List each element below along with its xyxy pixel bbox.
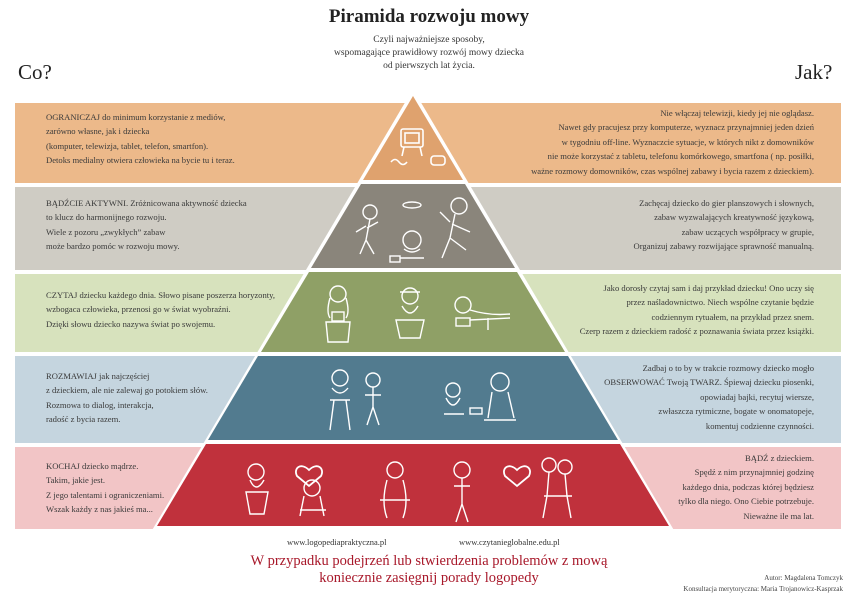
warning-text: W przypadku podejrzeń lub stwierdzenia p… [250, 553, 608, 586]
heart-icon [295, 465, 531, 488]
url-logopedia[interactable]: www.logopediapraktyczna.pl [287, 537, 387, 547]
how-text-media: Nie włączaj telewizji, kiedy jej nie ogl… [531, 108, 814, 176]
credits: Autor: Magdalena Tomczyk Konsultacja mer… [658, 573, 843, 595]
how-text-active: Zachęcaj dziecko do gier planszowych i s… [633, 198, 814, 252]
how-text-love: BĄDŹ z dzieckiem.Spędź z nim przynajmnie… [678, 453, 814, 521]
what-text-love: KOCHAJ dziecko mądrze.Takim, jakie jest.… [46, 461, 165, 515]
author: Autor: Magdalena Tomczyk [764, 574, 843, 582]
left-heading: Co? [18, 60, 52, 84]
tv-illustration [390, 128, 446, 166]
pyramid-tier-love [157, 444, 669, 526]
how-text-read: Jako dorosły czytaj sam i daj przykład d… [579, 283, 814, 337]
what-text-media: OGRANICZAJ do minimum korzystanie z medi… [46, 112, 235, 166]
consultation: Konsultacja merytoryczna: Maria Trojanow… [683, 585, 843, 593]
page-title: Piramida rozwoju mowy [328, 6, 530, 27]
subtitle-line: wspomagające prawidłowy rozwój mowy dzie… [334, 48, 524, 58]
what-text-active: BĄDŹCIE AKTYWNI. Zróżnicowana aktywność … [46, 198, 247, 252]
reading-illustration [325, 285, 511, 343]
subtitle-line: Czyli najważniejsze sposoby, [373, 35, 485, 45]
pyramid-tier-active [311, 184, 515, 268]
url-czytanie[interactable]: www.czytanieglobalne.edu.pl [459, 537, 560, 547]
love-illustration [245, 457, 573, 523]
how-text-talk: Zadbaj o to by w trakcie rozmowy dziecko… [604, 363, 814, 431]
talking-illustration [329, 369, 516, 431]
subtitle-line: od pierwszych lat życia. [383, 61, 475, 71]
subtitle: Czyli najważniejsze sposoby, wspomagając… [279, 34, 579, 73]
right-heading: Jak? [795, 60, 833, 84]
pyramid-tier-media [363, 96, 463, 180]
active-play-illustration [355, 197, 471, 263]
what-text-read: CZYTAJ dziecku każdego dnia. Słowo pisan… [46, 290, 276, 329]
pyramid-tier-talk [208, 356, 618, 440]
